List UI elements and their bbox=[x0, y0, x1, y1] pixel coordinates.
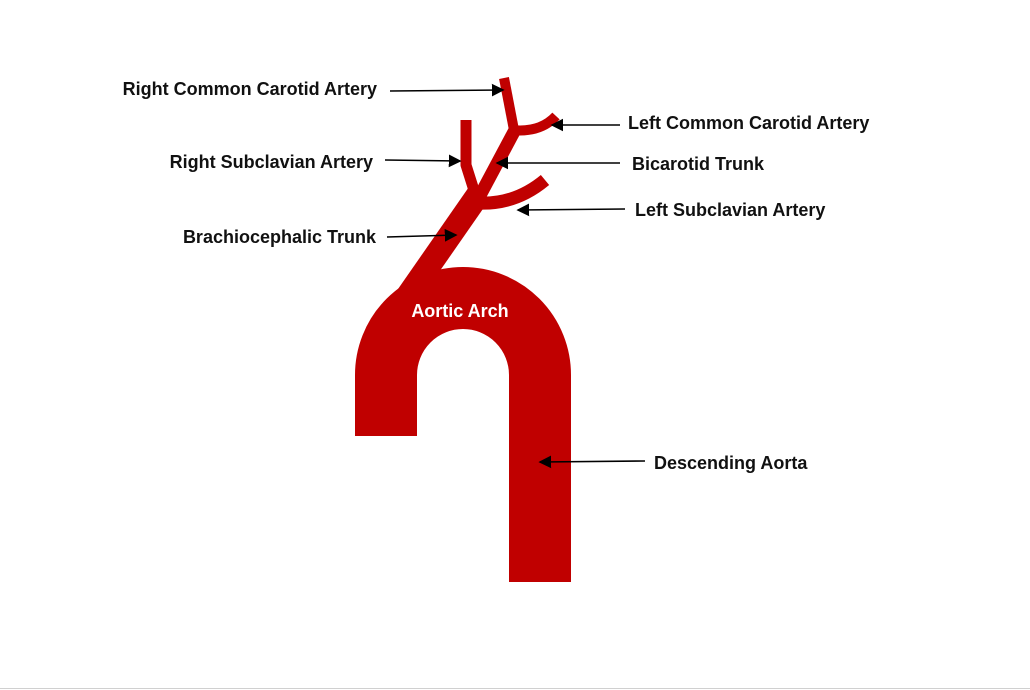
left-common-carotid-vessel bbox=[511, 112, 560, 136]
right-subclavian-vessel bbox=[460, 120, 484, 205]
pointer-left-subclavian bbox=[516, 203, 626, 217]
label-right-subclavian: Right Subclavian Artery bbox=[170, 152, 373, 172]
pointer-descending-aorta bbox=[538, 455, 646, 469]
pointer-lines bbox=[384, 83, 646, 469]
aortic-arch-vessel bbox=[355, 267, 571, 582]
branch-vessels bbox=[395, 77, 560, 307]
labels: Right Common Carotid Artery Left Common … bbox=[123, 79, 870, 473]
pointer-right-common-carotid bbox=[389, 83, 505, 97]
label-left-subclavian: Left Subclavian Artery bbox=[635, 200, 825, 220]
bottom-divider bbox=[0, 688, 1030, 689]
label-descending-aorta: Descending Aorta bbox=[654, 453, 808, 473]
pointer-brachiocephalic-trunk bbox=[386, 228, 458, 242]
bicarotid-trunk-vessel bbox=[470, 124, 522, 207]
left-subclavian-vessel bbox=[477, 174, 550, 210]
brachiocephalic-trunk-vessel bbox=[395, 188, 488, 307]
aortic-arch-shape bbox=[355, 267, 571, 582]
pointer-right-subclavian bbox=[384, 154, 462, 168]
label-left-common-carotid: Left Common Carotid Artery bbox=[628, 113, 869, 133]
label-aortic-arch: Aortic Arch bbox=[411, 301, 508, 321]
label-brachiocephalic-trunk: Brachiocephalic Trunk bbox=[183, 227, 377, 247]
label-right-common-carotid: Right Common Carotid Artery bbox=[123, 79, 377, 99]
right-common-carotid-vessel bbox=[499, 77, 519, 131]
label-bicarotid-trunk: Bicarotid Trunk bbox=[632, 154, 765, 174]
